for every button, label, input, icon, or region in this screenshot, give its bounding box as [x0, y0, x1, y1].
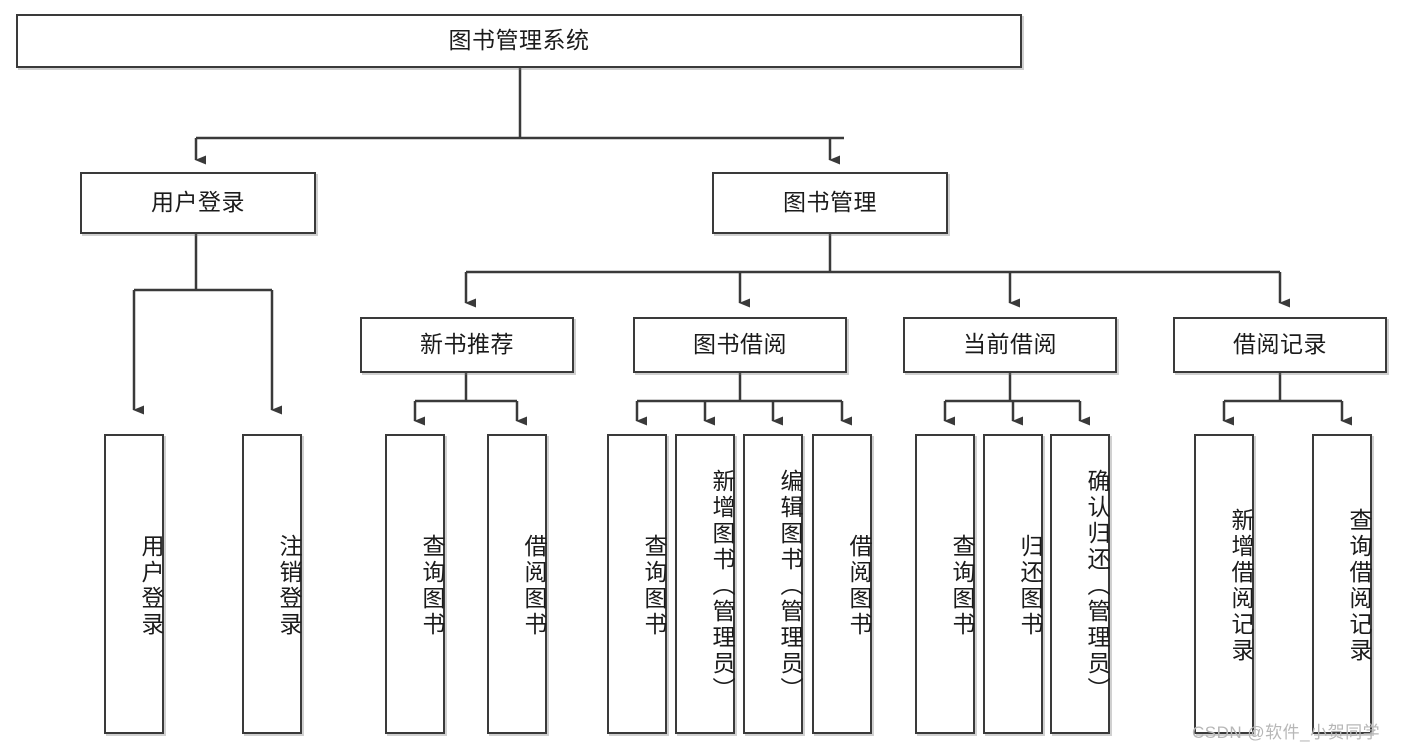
node-label: 借阅图书	[846, 534, 872, 638]
node-label: 用户登录	[138, 534, 164, 638]
node-user-login[interactable]: 用户登录	[80, 172, 316, 234]
node-label: 新增借阅记录	[1228, 508, 1254, 664]
node-book-management[interactable]: 图书管理	[712, 172, 948, 234]
leaf-query-book-borrow[interactable]: 查询图书	[607, 434, 667, 734]
leaf-borrow-book[interactable]: 借阅图书	[812, 434, 872, 734]
leaf-confirm-return-admin[interactable]: 确认归还（管理员）	[1050, 434, 1110, 734]
node-label: 新增图书（管理员）	[709, 469, 735, 703]
leaf-query-borrow-record[interactable]: 查询借阅记录	[1312, 434, 1372, 734]
leaf-logout[interactable]: 注销登录	[242, 434, 302, 734]
node-root[interactable]: 图书管理系统	[16, 14, 1022, 68]
node-label: 注销登录	[276, 534, 302, 638]
node-label: 查询图书	[949, 534, 975, 638]
leaf-query-book-current[interactable]: 查询图书	[915, 434, 975, 734]
node-label: 借阅图书	[521, 534, 547, 638]
node-label: 图书管理系统	[448, 27, 590, 54]
leaf-add-book-admin[interactable]: 新增图书（管理员）	[675, 434, 735, 734]
node-book-borrow[interactable]: 图书借阅	[633, 317, 847, 373]
node-borrow-records[interactable]: 借阅记录	[1173, 317, 1387, 373]
leaf-return-book[interactable]: 归还图书	[983, 434, 1043, 734]
node-label: 查询图书	[641, 534, 667, 638]
node-label: 编辑图书（管理员）	[777, 469, 803, 703]
leaf-edit-book-admin[interactable]: 编辑图书（管理员）	[743, 434, 803, 734]
leaf-user-login[interactable]: 用户登录	[104, 434, 164, 734]
node-label: 用户登录	[151, 189, 245, 216]
node-label: 借阅记录	[1233, 331, 1327, 358]
node-label: 确认归还（管理员）	[1084, 469, 1110, 703]
node-current-borrow[interactable]: 当前借阅	[903, 317, 1117, 373]
node-label: 归还图书	[1017, 534, 1043, 638]
node-label: 当前借阅	[963, 331, 1057, 358]
leaf-add-borrow-record[interactable]: 新增借阅记录	[1194, 434, 1254, 734]
node-label: 图书管理	[783, 189, 877, 216]
leaf-query-book-recommend[interactable]: 查询图书	[385, 434, 445, 734]
csdn-watermark: CSDN @软件_小贺同学	[1192, 723, 1381, 742]
node-label: 图书借阅	[693, 331, 787, 358]
node-label: 查询图书	[419, 534, 445, 638]
node-label: 查询借阅记录	[1346, 508, 1372, 664]
node-new-book-recommend[interactable]: 新书推荐	[360, 317, 574, 373]
node-label: 新书推荐	[420, 331, 514, 358]
leaf-borrow-book-recommend[interactable]: 借阅图书	[487, 434, 547, 734]
